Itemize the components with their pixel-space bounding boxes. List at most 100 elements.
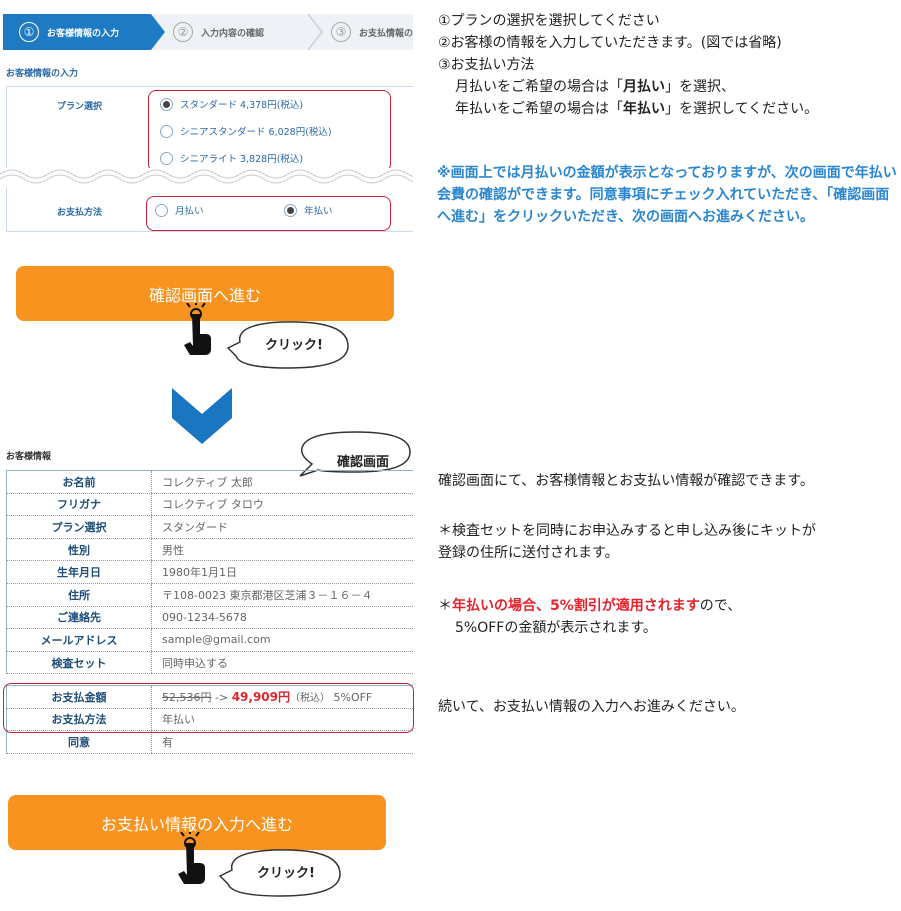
confirm-bubble-text: 確認画面 — [336, 455, 389, 470]
table-row: 性別男性 — [6, 538, 413, 562]
confirm-section-title: お客様情報 — [6, 452, 52, 462]
plan-form — [6, 86, 413, 176]
old-price: 52,536円 — [162, 691, 212, 705]
kit-line-1: ＊検査セットを同時にお申込みすると申し込み後にキットが — [438, 523, 816, 539]
row-key: メールアドレス — [6, 628, 152, 652]
table-row: 同意 有 — [6, 730, 413, 754]
radio-selected-icon[interactable] — [160, 97, 173, 111]
step-payment: ③ お支払情報の — [331, 14, 413, 50]
plan-option-label: シニアスタンダード 6,028円(税込) — [180, 127, 332, 138]
text-part: ＊ — [438, 598, 452, 614]
payment-option-monthly[interactable]: 月払い — [155, 203, 204, 217]
instruction-yearly: 年払いをご希望の場合は「年払い」を選択してください。 — [438, 98, 818, 120]
row-key: 検査セット — [6, 651, 152, 675]
row-value: 090-1234-5678 — [151, 606, 413, 630]
step-customer-info: ① お客様情報の入力 — [19, 14, 119, 50]
row-key: プラン選択 — [6, 515, 152, 539]
discount-line-2: 5%OFFの金額が表示されます。 — [455, 620, 657, 636]
plan-option-senior-light[interactable]: シニアライト 3,828円(税込) — [160, 151, 303, 165]
plan-option-label: スタンダード 4,378円(税込) — [180, 100, 304, 111]
customer-info-table: お名前コレクティブ 太郎 フリガナコレクティブ タロウ プラン選択スタンダード … — [6, 470, 413, 675]
row-value: コレクティブ タロウ — [151, 493, 413, 517]
table-row: プラン選択スタンダード — [6, 515, 413, 539]
table-row: 検査セット同時申込する — [6, 651, 413, 675]
row-value: sample@gmail.com — [151, 628, 413, 652]
method-key: お支払方法 — [6, 708, 152, 732]
table-row: お支払方法 年払い — [6, 708, 413, 732]
plan-highlight-box — [148, 90, 391, 172]
plan-label: プラン選択 — [57, 102, 103, 112]
agree-key: 同意 — [6, 730, 152, 754]
plan-option-label: シニアライト 3,828円(税込) — [180, 154, 304, 165]
text-emphasis: 年払いの場合、5%割引が適用されます — [452, 598, 700, 614]
new-price: 49,909円 — [231, 690, 290, 705]
blue-notice: ※画面上では月払いの金額が表示となっておりますが、次の画面で年払い会費の確認がで… — [437, 165, 897, 225]
radio-icon[interactable] — [160, 124, 173, 138]
row-key: お名前 — [6, 470, 152, 494]
click-bubble-icon — [226, 321, 349, 369]
radio-selected-icon[interactable] — [284, 203, 297, 217]
tax-label: （税込） — [290, 693, 330, 705]
table-row: お支払金額 52,536円 -> 49,909円（税込） 5%OFF — [6, 685, 413, 709]
radio-icon[interactable] — [160, 151, 173, 165]
agree-value: 有 — [151, 730, 413, 754]
text-part: 」を選択してください。 — [665, 101, 819, 117]
instruction-line-2: ②お客様の情報を入力していただきます。(図では省略) — [438, 35, 782, 51]
amount-key: お支払金額 — [6, 685, 152, 709]
instruction-monthly: 月払いをご希望の場合は「月払い」を選択、 — [438, 76, 818, 98]
row-value: 男性 — [151, 538, 413, 562]
table-row: フリガナコレクティブ タロウ — [6, 493, 413, 517]
step-number-1: ① — [19, 22, 39, 42]
proceed-payment-button[interactable]: お支払い情報の入力へ進む — [8, 795, 386, 850]
plan-option-standard[interactable]: スタンダード 4,378円(税込) — [160, 97, 303, 111]
row-value: 同時申込する — [151, 651, 413, 675]
confirm-explanation: 確認画面にて、お客様情報とお支払い情報が確認できます。 — [438, 473, 814, 489]
payment-label: お支払方法 — [57, 208, 103, 218]
chevron-down-icon — [172, 388, 232, 444]
payment-option-yearly[interactable]: 年払い — [284, 203, 333, 217]
payment-highlight-box — [3, 683, 414, 733]
text-key: 月払い — [623, 79, 665, 95]
click-bubble-text: クリック! — [265, 338, 323, 353]
instruction-line-1: ①プランの選択を選択してください — [438, 13, 660, 29]
row-key: 生年月日 — [6, 560, 152, 584]
discount-label: 5%OFF — [333, 691, 373, 705]
next-step-explanation: 続いて、お支払い情報の入力へお進みください。 — [438, 699, 745, 715]
row-value: 〒108-0023 東京都港区芝浦３－１６－４ — [151, 583, 413, 607]
confirm-button[interactable]: 確認画面へ進む — [16, 266, 394, 321]
table-row: お名前コレクティブ 太郎 — [6, 470, 413, 494]
step-label-1: お客様情報の入力 — [47, 28, 120, 39]
step-label-3: お支払情報の — [359, 28, 413, 39]
step-label-2: 入力内容の確認 — [201, 28, 265, 39]
instructions-block: ①プランの選択を選択してください ②お客様の情報を入力していただきます。(図では… — [438, 10, 818, 120]
row-value: 1980年1月1日 — [151, 560, 413, 584]
method-value: 年払い — [151, 708, 413, 732]
text-key: 年払い — [623, 101, 665, 117]
click-bubble-icon — [218, 849, 341, 897]
kit-line-2: 登録の住所に送付されます。 — [438, 545, 619, 561]
payment-option-label: 月払い — [175, 206, 204, 217]
text-part: 年払いをご希望の場合は「 — [455, 101, 623, 117]
plan-option-senior-standard[interactable]: シニアスタンダード 6,028円(税込) — [160, 124, 332, 138]
payment-highlight-box — [146, 196, 391, 231]
pointing-hand-icon — [184, 303, 211, 355]
text-part: ので、 — [699, 598, 742, 614]
radio-icon[interactable] — [155, 203, 168, 217]
step-confirm: ② 入力内容の確認 — [173, 14, 264, 50]
progress-stepper: ① お客様情報の入力 ② 入力内容の確認 ③ お支払情報の — [3, 14, 413, 50]
row-key: ご連絡先 — [6, 606, 152, 630]
click-bubble-text: クリック! — [257, 866, 315, 881]
omission-wave — [0, 168, 413, 184]
payment-option-label: 年払い — [304, 206, 333, 217]
row-key: 住所 — [6, 583, 152, 607]
row-value: スタンダード — [151, 515, 413, 539]
table-row: 住所〒108-0023 東京都港区芝浦３－１６－４ — [6, 583, 413, 607]
row-key: 性別 — [6, 538, 152, 562]
amount-value: 52,536円 -> 49,909円（税込） 5%OFF — [151, 685, 413, 709]
payment-info-table: お支払金額 52,536円 -> 49,909円（税込） 5%OFF お支払方法… — [6, 685, 413, 754]
price-arrow: -> — [211, 691, 232, 705]
text-part: 月払いをご希望の場合は「 — [455, 79, 623, 95]
